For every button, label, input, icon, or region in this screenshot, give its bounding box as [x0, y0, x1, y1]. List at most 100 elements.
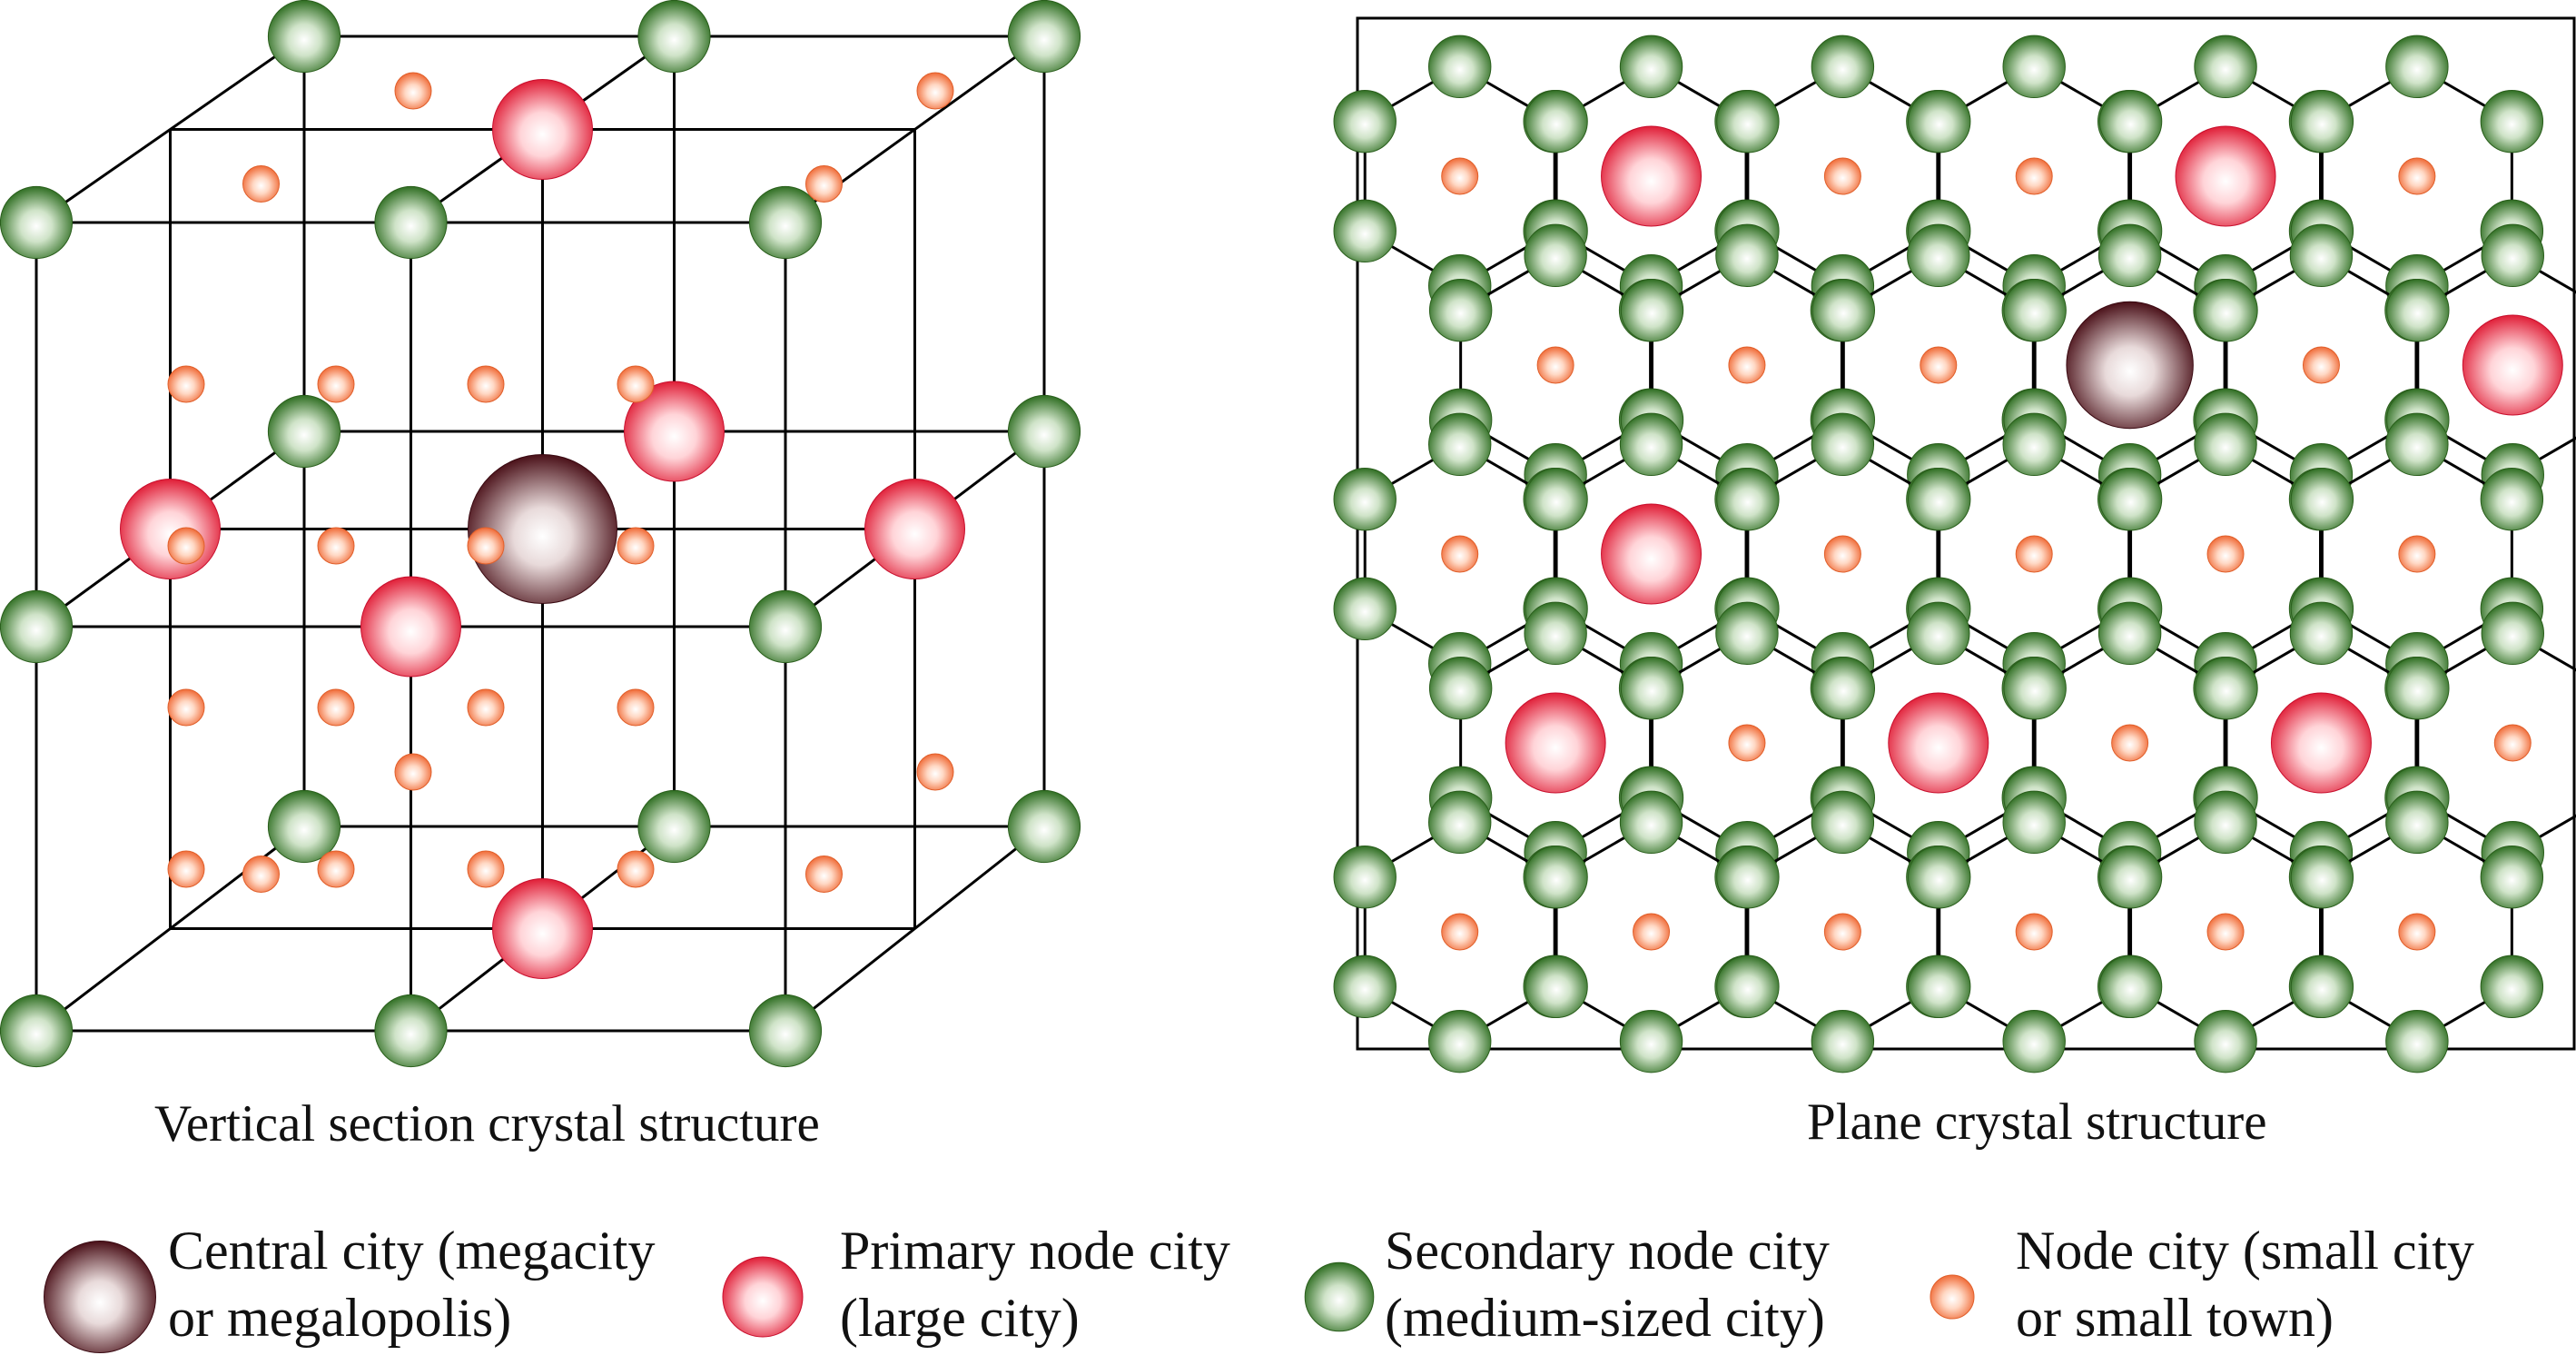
secondary-node-city [1619, 412, 1683, 477]
secondary-node-city [1811, 35, 1875, 99]
central-city-node [44, 1241, 156, 1353]
secondary-node-city [637, 0, 711, 74]
secondary-node-city [1428, 656, 1493, 720]
secondary-node-city [1007, 394, 1081, 469]
secondary-node-city [1620, 278, 1684, 342]
primary-node-city [1601, 125, 1703, 227]
secondary-node-city [1811, 790, 1875, 855]
vertical-section-cube [0, 0, 1081, 1068]
secondary-node-city [2194, 35, 2257, 99]
node-city [1823, 157, 1861, 195]
secondary-node-city [2194, 412, 2257, 477]
secondary-node-city [2290, 955, 2354, 1019]
secondary-node-city [1716, 89, 1780, 153]
secondary-node-city [2194, 1009, 2257, 1073]
node-city [1728, 724, 1766, 762]
secondary-node-city [1304, 1261, 1375, 1332]
secondary-node-city [1525, 467, 1588, 531]
secondary-node-city [1811, 1009, 1875, 1073]
secondary-node-city [2002, 35, 2066, 99]
plane-hex-lattice [1333, 35, 2576, 1073]
node-city [617, 527, 655, 565]
node-city [2302, 346, 2340, 384]
legend-primary-label: Primary node city (large city) [840, 1221, 1230, 1348]
node-city [467, 688, 505, 727]
node-city [242, 165, 280, 203]
secondary-node-city [1524, 223, 1587, 288]
secondary-node-city [1525, 89, 1588, 153]
secondary-node-city [1428, 35, 1492, 99]
secondary-node-city [748, 185, 823, 260]
node-city [167, 850, 205, 888]
secondary-node-city [1428, 278, 1493, 342]
primary-node-city [1888, 692, 1989, 794]
secondary-node-city [1715, 223, 1779, 288]
primary-node-city [2175, 125, 2276, 227]
node-city [1536, 346, 1574, 384]
node-city [394, 753, 432, 791]
primary-node-city [1505, 692, 1606, 794]
node-city [394, 72, 432, 110]
secondary-node-city [2195, 278, 2258, 342]
primary-node-city [2462, 314, 2563, 416]
secondary-node-city [2481, 601, 2544, 666]
secondary-node-city [1811, 656, 1876, 720]
secondary-node-city [2098, 89, 2163, 153]
secondary-node-city [2480, 89, 2544, 153]
secondary-node-city [2480, 467, 2544, 531]
secondary-node-city [1525, 845, 1588, 909]
secondary-node-city [1333, 577, 1397, 641]
secondary-node-city [2003, 278, 2067, 342]
vertical-section-caption: Vertical section crystal structure [154, 1095, 820, 1152]
secondary-node-city [2194, 790, 2257, 855]
node-city [317, 688, 355, 727]
secondary-node-city [374, 185, 448, 260]
node-city [1728, 346, 1766, 384]
secondary-node-city [748, 589, 823, 664]
node-city [1930, 1274, 1975, 1320]
node-city [2493, 724, 2532, 762]
secondary-node-city [0, 994, 74, 1068]
secondary-node-city [1333, 199, 1397, 263]
secondary-node-city [2480, 955, 2544, 1019]
legend-secondary-node: Secondary node city (medium-sized city) [1385, 1217, 1830, 1351]
secondary-node-city [1428, 790, 1492, 855]
secondary-node-city [1007, 0, 1081, 74]
secondary-node-city [748, 994, 823, 1068]
node-city [2398, 913, 2436, 951]
secondary-node-city [1524, 601, 1587, 666]
node-city [2015, 913, 2053, 951]
node-city [805, 856, 843, 893]
secondary-node-city [1908, 467, 1971, 531]
secondary-node-city [2002, 412, 2066, 477]
primary-node-city [1601, 503, 1703, 605]
node-city [317, 850, 355, 888]
secondary-node-city [2002, 790, 2066, 855]
node-city [1823, 913, 1861, 951]
secondary-node-city [1333, 955, 1397, 1019]
node-city [467, 850, 505, 888]
secondary-node-city [1619, 790, 1683, 855]
node-city [916, 72, 954, 110]
node-city [617, 688, 655, 727]
secondary-node-city [1716, 467, 1780, 531]
node-city [1441, 157, 1479, 195]
secondary-node-city [1908, 845, 1971, 909]
secondary-node-city [1333, 89, 1397, 153]
secondary-node-city [1716, 845, 1780, 909]
secondary-node-city [2385, 1009, 2449, 1073]
node-city [2111, 724, 2149, 762]
secondary-node-city [2480, 845, 2544, 909]
node-city [1920, 346, 1958, 384]
secondary-node-city [2289, 601, 2354, 666]
node-city [2015, 535, 2053, 573]
secondary-node-city [2385, 35, 2449, 99]
legend-icons [44, 1241, 1975, 1353]
secondary-node-city [2003, 656, 2067, 720]
secondary-node-city [637, 789, 711, 864]
secondary-node-city [2386, 656, 2450, 720]
secondary-node-city [2098, 955, 2163, 1019]
